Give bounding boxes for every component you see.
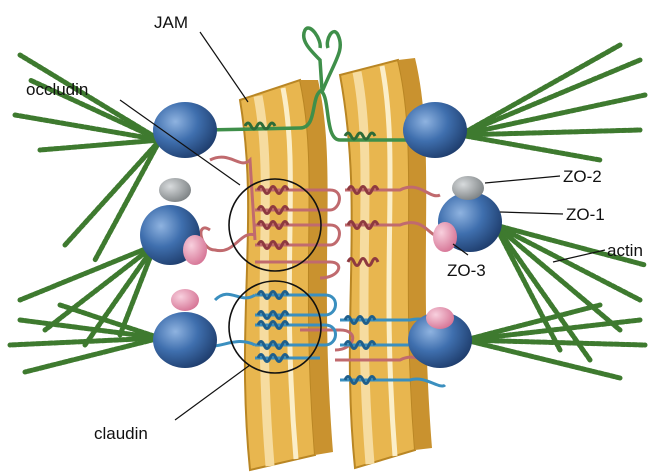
actin-bundle-bottom-right xyxy=(465,305,645,378)
occludin-label: occludin xyxy=(26,80,88,99)
actin-label: actin xyxy=(607,241,643,260)
zo2-label: ZO-2 xyxy=(563,167,602,186)
zo3-label: ZO-3 xyxy=(447,261,486,280)
zo1-label: ZO-1 xyxy=(566,205,605,224)
actin-bundle-top-right xyxy=(460,45,645,160)
jam-label: JAM xyxy=(154,13,188,32)
claudin-label: claudin xyxy=(94,424,148,443)
membrane-left xyxy=(240,80,333,470)
actin-bundle-bottom-left xyxy=(10,305,160,372)
